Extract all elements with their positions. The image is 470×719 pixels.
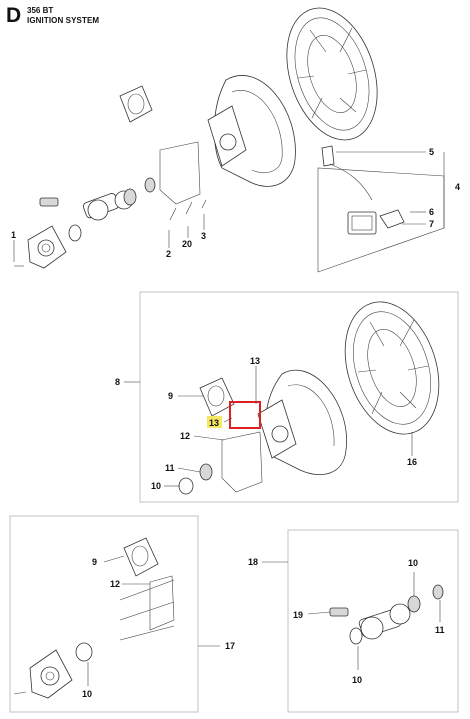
- callout-7: 7: [429, 219, 434, 229]
- callout-8: 8: [115, 377, 120, 387]
- callout-17: 17: [225, 641, 235, 651]
- callout-13-highlighted: 13: [209, 418, 219, 428]
- crankshaft-icon: [329, 603, 411, 640]
- highlight-marker: [207, 416, 222, 428]
- callout-10: 10: [151, 481, 161, 491]
- highlight-frame: [229, 401, 261, 429]
- callout-18: 18: [248, 557, 258, 567]
- callout-13-upper: 13: [250, 356, 260, 366]
- callout-6: 6: [429, 207, 434, 217]
- bearing-icon: [123, 188, 137, 206]
- callout-2: 2: [166, 249, 171, 259]
- bearing-icon: [144, 177, 156, 193]
- flywheel-icon: [286, 7, 378, 141]
- bearing-icon: [349, 627, 363, 645]
- section-title: IGNITION SYSTEM: [27, 16, 100, 25]
- crankshaft-icon: [39, 190, 134, 221]
- crankcase-icon: [257, 369, 347, 475]
- crankcase-gasket-icon: [221, 431, 263, 493]
- spark-plug-cap-icon: [321, 145, 373, 201]
- callout-1: 1: [11, 230, 16, 240]
- callout-5: 5: [429, 147, 434, 157]
- section-letter: D: [6, 4, 22, 27]
- crankcase-icon: [207, 75, 296, 187]
- callout-10-bottom-right: 10: [352, 675, 362, 685]
- callout-12-bottom: 12: [110, 579, 120, 589]
- crankcase-icon: [27, 225, 67, 269]
- callout-9: 9: [168, 391, 173, 401]
- gasket-icon: [119, 85, 153, 123]
- callout-4: 4: [455, 182, 460, 192]
- bearing-icon: [68, 224, 82, 242]
- gasket-icon: [123, 537, 159, 577]
- bearing-icon: [178, 477, 194, 495]
- screw-icon: [169, 207, 177, 221]
- callout-16: 16: [407, 457, 417, 467]
- callout-20: 20: [182, 239, 192, 249]
- gasket-icon: [199, 377, 235, 417]
- flywheel-icon: [344, 301, 440, 435]
- callout-10-bottom-left: 10: [82, 689, 92, 699]
- bearing-icon: [75, 642, 93, 662]
- screw-icon: [201, 199, 207, 209]
- callout-3: 3: [201, 231, 206, 241]
- crankcase-gasket-icon: [159, 141, 201, 205]
- screw-icon: [13, 691, 27, 695]
- crankcase-icon: [29, 649, 73, 699]
- callout-9-bottom: 9: [92, 557, 97, 567]
- model-name: 356 BT: [27, 6, 54, 15]
- screw-icon: [185, 201, 193, 215]
- callout-11-bottom: 11: [435, 625, 445, 635]
- bearing-icon: [407, 595, 421, 613]
- callout-12: 12: [180, 431, 190, 441]
- callout-11: 11: [165, 463, 175, 473]
- ignition-coil-icon: [347, 209, 405, 235]
- crankcase-gasket-icon: [149, 575, 175, 631]
- bearing-icon: [199, 463, 213, 481]
- callout-10-bottom-right-top: 10: [408, 558, 418, 568]
- callout-19: 19: [293, 610, 303, 620]
- bearing-icon: [432, 584, 444, 600]
